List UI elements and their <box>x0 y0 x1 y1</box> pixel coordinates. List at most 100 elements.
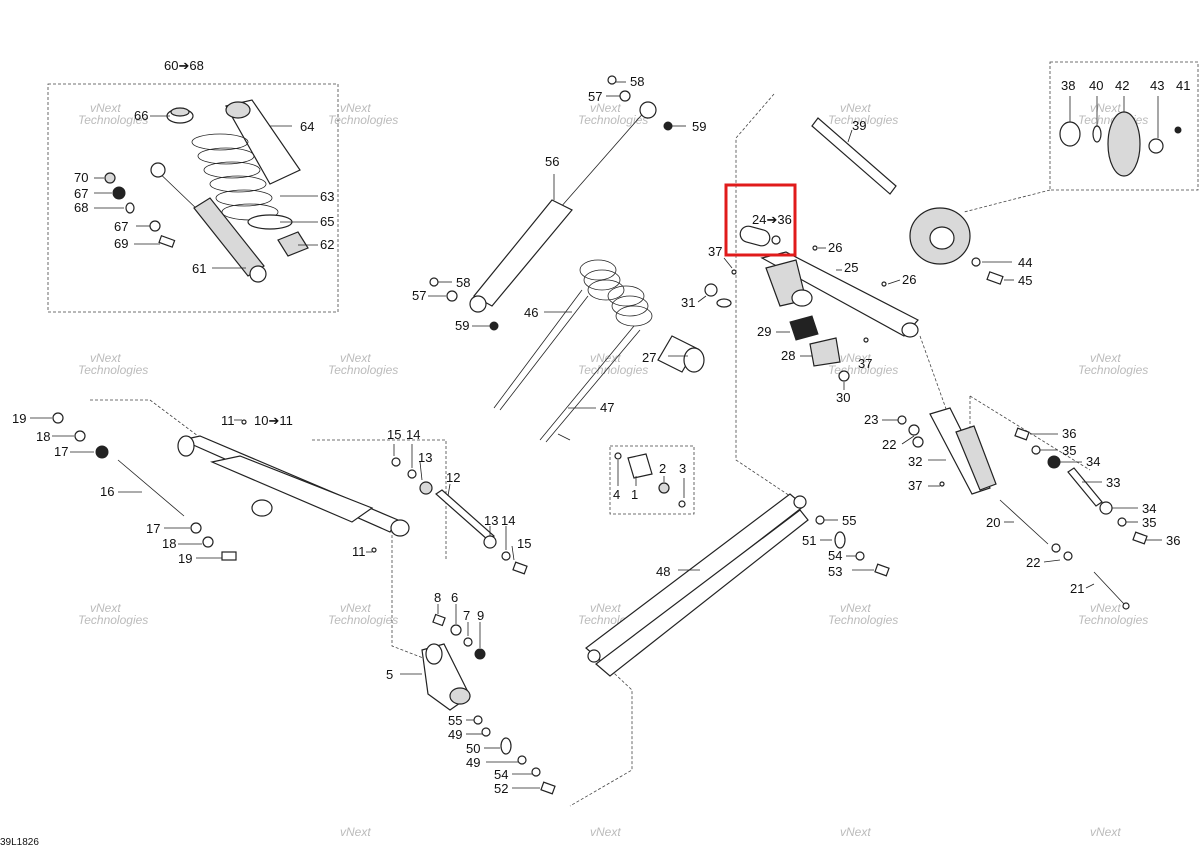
callout-67: 67 <box>114 219 128 234</box>
svg-text:vNext: vNext <box>90 351 121 365</box>
callout-57: 57 <box>588 89 602 104</box>
svg-text:vNext: vNext <box>340 101 371 115</box>
callout-9: 9 <box>477 608 484 623</box>
callout-63: 63 <box>320 189 334 204</box>
svg-text:Technologies: Technologies <box>578 113 648 127</box>
svg-text:Technologies: Technologies <box>1078 363 1148 377</box>
callout-4: 4 <box>613 487 620 502</box>
svg-text:vNext: vNext <box>840 351 871 365</box>
slider-hardware-box: 4 1 2 3 <box>609 445 695 515</box>
callout-43: 43 <box>1150 78 1164 93</box>
svg-text:vNext: vNext <box>590 825 621 839</box>
svg-text:Technologies: Technologies <box>78 113 148 127</box>
lower-bracket-group: 8 6 7 9 5 55 49 50 49 54 52 <box>386 590 556 796</box>
callout-66: 66 <box>134 108 148 123</box>
callout-59: 59 <box>455 318 469 333</box>
callout-35: 35 <box>1062 443 1076 458</box>
svg-text:Technologies: Technologies <box>328 113 398 127</box>
callout-68: 68 <box>74 200 88 215</box>
shock-absorber-group: 60➔68 66 64 <box>47 58 339 313</box>
callout-49: 49 <box>448 727 462 742</box>
svg-text:vNext: vNext <box>1090 601 1121 615</box>
svg-text:vNext: vNext <box>90 601 121 615</box>
callout-26: 26 <box>902 272 916 287</box>
callout-37: 37 <box>708 244 722 259</box>
callout-29: 29 <box>757 324 771 339</box>
callout-20: 20 <box>986 515 1000 530</box>
callout-23: 23 <box>864 412 878 427</box>
callout-14: 14 <box>406 427 420 442</box>
callout-31: 31 <box>681 295 695 310</box>
callout-13: 13 <box>484 513 498 528</box>
highlight-label: 24➔36 <box>752 212 792 227</box>
callout-53: 53 <box>828 564 842 579</box>
callout-21: 21 <box>1070 581 1084 596</box>
svg-text:vNext: vNext <box>340 351 371 365</box>
callout-34: 34 <box>1142 501 1156 516</box>
callout-15: 15 <box>517 536 531 551</box>
svg-text:vNext: vNext <box>840 825 871 839</box>
svg-text:Technologies: Technologies <box>828 613 898 627</box>
callout-67: 67 <box>74 186 88 201</box>
callout-19: 19 <box>178 551 192 566</box>
callout-17: 17 <box>54 444 68 459</box>
svg-text:vNext: vNext <box>840 601 871 615</box>
callout-48: 48 <box>656 564 670 579</box>
svg-text:Technologies: Technologies <box>828 113 898 127</box>
callout-26: 26 <box>828 240 842 255</box>
callout-54: 54 <box>494 767 508 782</box>
highlight-box <box>724 183 797 257</box>
callout-8: 8 <box>434 590 441 605</box>
svg-text:vNext: vNext <box>340 825 371 839</box>
callout-3: 3 <box>679 461 686 476</box>
svg-text:Technologies: Technologies <box>328 363 398 377</box>
callout-52: 52 <box>494 781 508 796</box>
svg-text:vNext: vNext <box>90 101 121 115</box>
callout-13: 13 <box>418 450 432 465</box>
callout-58: 58 <box>456 275 470 290</box>
callout-6: 6 <box>451 590 458 605</box>
callout-37: 37 <box>908 478 922 493</box>
group-box-shock <box>47 83 339 313</box>
callout-35: 35 <box>1142 515 1156 530</box>
callout-32: 32 <box>908 454 922 469</box>
svg-text:Technologies: Technologies <box>78 363 148 377</box>
callout-54: 54 <box>828 548 842 563</box>
callout-18: 18 <box>162 536 176 551</box>
rear-right-arm-group: 23 22 32 37 36 35 34 33 34 35 36 20 22 2… <box>864 395 1180 610</box>
callout-11: 11 <box>352 544 366 559</box>
callout-47: 47 <box>600 400 614 415</box>
callout-33: 33 <box>1106 475 1120 490</box>
callout-44: 44 <box>1018 255 1032 270</box>
torsion-spring-group: 46 27 47 <box>493 259 705 443</box>
callout-64: 64 <box>300 119 314 134</box>
callout-57: 57 <box>412 288 426 303</box>
callout-61: 61 <box>192 261 206 276</box>
callout-37: 37 <box>858 356 872 371</box>
callout-7: 7 <box>463 608 470 623</box>
callout-14: 14 <box>501 513 515 528</box>
callout-22: 22 <box>882 437 896 452</box>
callout-11: 11 <box>221 413 235 428</box>
callout-62: 62 <box>320 237 334 252</box>
callout-5: 5 <box>386 667 393 682</box>
callout-2: 2 <box>659 461 666 476</box>
svg-text:vNext: vNext <box>840 101 871 115</box>
svg-text:vNext: vNext <box>340 601 371 615</box>
callout-65: 65 <box>320 214 334 229</box>
callout-1: 1 <box>631 487 638 502</box>
callout-36: 36 <box>1062 426 1076 441</box>
idler-wheel-group: 38 40 42 43 41 39 44 45 <box>811 61 1199 288</box>
callout-12: 12 <box>446 470 460 485</box>
callout-42: 42 <box>1115 78 1129 93</box>
pivot-shaft-group: 15 14 13 12 13 14 15 <box>387 427 531 575</box>
svg-text:vNext: vNext <box>1090 825 1121 839</box>
callout-15: 15 <box>387 427 401 442</box>
svg-text:vNext: vNext <box>1090 101 1121 115</box>
callout-60-68: 60➔68 <box>164 58 204 73</box>
callout-19: 19 <box>12 411 26 426</box>
callout-10-11: 10➔11 <box>254 413 293 428</box>
svg-text:Technologies: Technologies <box>1078 613 1148 627</box>
rear-left-arm-group: 19 18 17 16 17 18 19 11 10➔11 11 <box>12 399 447 667</box>
